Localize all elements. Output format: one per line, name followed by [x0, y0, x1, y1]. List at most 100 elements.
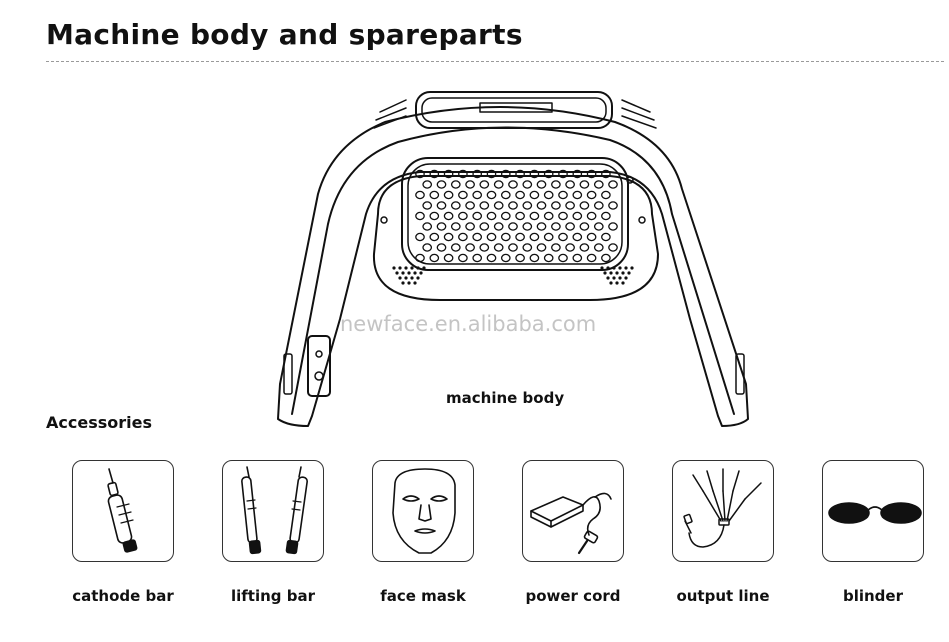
led-dot: [422, 243, 433, 252]
led-dot: [500, 211, 511, 221]
led-dot: [493, 243, 504, 252]
led-array: [415, 169, 618, 263]
speaker-hole: [416, 266, 420, 270]
led-dot: [429, 190, 440, 200]
led-dot: [415, 232, 425, 242]
speaker-hole: [612, 276, 616, 280]
led-dot: [443, 211, 454, 221]
speaker-hole: [615, 271, 619, 275]
led-dot: [586, 211, 597, 221]
led-dot: [558, 253, 568, 263]
led-dot: [450, 180, 461, 189]
led-dot: [586, 190, 597, 200]
led-dot: [543, 253, 554, 263]
speaker-hole: [413, 271, 417, 275]
led-dot: [472, 169, 483, 179]
led-dot: [500, 190, 511, 200]
accessory-output-line[interactable]: output line: [672, 460, 822, 610]
led-dot: [572, 169, 583, 179]
led-dot: [522, 180, 533, 189]
led-dot: [443, 232, 454, 242]
led-dot: [465, 201, 475, 210]
accessory-power-cord[interactable]: power cord: [522, 460, 672, 610]
led-dot: [536, 180, 547, 189]
led-dot: [572, 211, 583, 221]
led-dot: [472, 211, 483, 221]
accessories-heading: Accessories: [46, 413, 152, 432]
speaker-hole: [404, 266, 408, 270]
speaker-hole: [624, 266, 628, 270]
accessory-box: [372, 460, 474, 562]
led-dot: [465, 243, 475, 252]
led-dot: [558, 190, 568, 200]
led-dot: [536, 243, 547, 252]
watermark: newface.en.alibaba.com: [340, 312, 597, 336]
led-dot: [529, 190, 540, 200]
speaker-hole: [401, 281, 405, 285]
speaker-hole: [419, 271, 423, 275]
led-dot: [436, 201, 447, 210]
speaker-hole: [606, 276, 610, 280]
led-dot: [436, 222, 447, 231]
led-dot: [486, 169, 497, 179]
led-dot: [558, 211, 568, 221]
led-dot: [572, 253, 583, 263]
blinder-icon: [828, 502, 922, 524]
speaker-hole: [624, 276, 628, 280]
led-dot: [486, 190, 497, 200]
led-dot: [529, 211, 540, 221]
machine-body-illustration: [277, 91, 749, 427]
led-dot: [579, 222, 590, 231]
led-dot: [479, 222, 490, 231]
led-dot: [479, 243, 490, 252]
led-dot: [572, 232, 583, 242]
led-dot: [493, 222, 504, 231]
led-dot: [458, 232, 468, 242]
led-dot: [422, 180, 433, 189]
led-dot: [443, 169, 454, 179]
accessory-blinder[interactable]: blinder: [822, 460, 949, 610]
speaker-hole: [422, 266, 426, 270]
led-dot: [479, 180, 490, 189]
accessory-label: cathode bar: [72, 587, 174, 605]
led-dot: [486, 211, 497, 221]
led-dot: [508, 201, 518, 210]
led-dot: [515, 169, 525, 179]
led-dot: [429, 253, 440, 263]
speaker-hole: [615, 281, 619, 285]
led-dot: [522, 222, 533, 231]
led-dot: [515, 211, 525, 221]
speaker-hole: [603, 271, 607, 275]
speaker-hole: [609, 281, 613, 285]
led-dot: [422, 222, 433, 231]
led-dot: [522, 243, 533, 252]
speaker-hole: [410, 266, 414, 270]
accessory-lifting-bar[interactable]: lifting bar: [222, 460, 372, 610]
led-dot: [543, 169, 554, 179]
led-dot: [472, 253, 483, 263]
accessory-box: [522, 460, 624, 562]
speaker-hole: [401, 271, 405, 275]
led-dot: [458, 190, 468, 200]
led-dot: [565, 180, 575, 189]
led-dot: [486, 253, 497, 263]
led-dot: [465, 222, 475, 231]
speaker-hole: [395, 271, 399, 275]
led-dot: [551, 243, 561, 252]
speaker-hole: [416, 276, 420, 280]
accessory-box: [222, 460, 324, 562]
accessory-cathode-bar[interactable]: cathode bar: [72, 460, 222, 610]
led-dot: [608, 201, 618, 210]
speaker-hole: [618, 276, 622, 280]
led-dot: [543, 190, 554, 200]
accessory-label: face mask: [380, 587, 466, 605]
led-dot: [450, 222, 461, 231]
led-dot: [601, 253, 611, 263]
accessory-face-mask[interactable]: face mask: [372, 460, 522, 610]
led-dot: [472, 190, 483, 200]
page-title: Machine body and spareparts: [46, 18, 523, 51]
speaker-hole: [621, 281, 625, 285]
speaker-hole: [627, 271, 631, 275]
led-dot: [601, 190, 611, 200]
machine-body-caption: machine body: [446, 389, 565, 407]
